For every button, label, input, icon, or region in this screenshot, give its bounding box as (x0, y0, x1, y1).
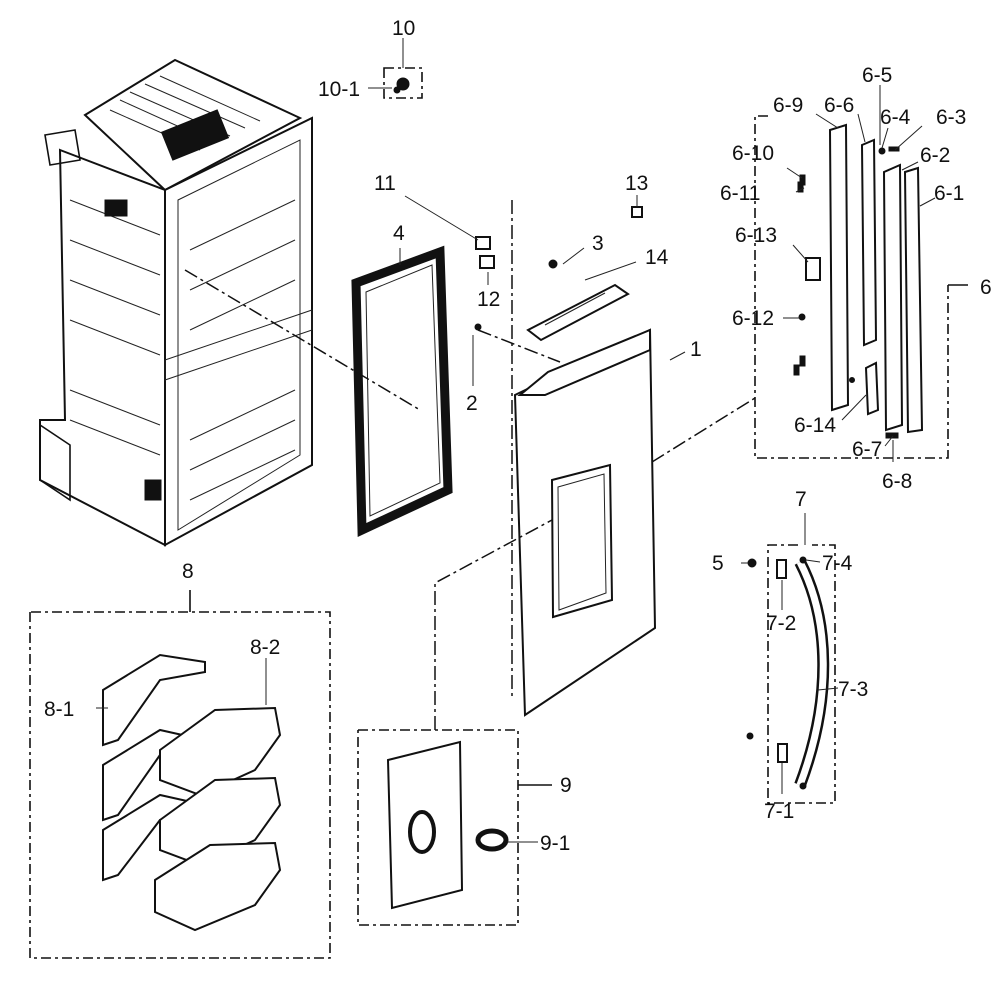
callout-6-6: 6-6 (824, 94, 854, 117)
callout-14: 14 (645, 246, 669, 269)
group-6-parts (793, 123, 924, 439)
callout-11: 11 (374, 172, 396, 195)
callout-6-9: 6-9 (773, 94, 803, 117)
callout-13: 13 (625, 172, 648, 195)
callout-2: 2 (466, 392, 478, 415)
callout-6-3: 6-3 (936, 106, 966, 129)
callout-6-1: 6-1 (934, 182, 964, 205)
callout-9: 9 (560, 774, 572, 797)
callout-10-1: 10-1 (318, 78, 360, 101)
group-6-box (754, 115, 968, 459)
callout-6-11: 6-11 (720, 182, 760, 205)
small-parts-drawing (393, 77, 643, 331)
callout-8-1: 8-1 (44, 698, 74, 721)
callout-6-2: 6-2 (920, 144, 950, 167)
callout-4: 4 (393, 222, 405, 245)
callout-6: 6 (980, 276, 992, 299)
callout-6-14: 6-14 (794, 414, 836, 437)
callout-6-10: 6-10 (732, 142, 774, 165)
callout-5: 5 (712, 552, 724, 575)
leader-lines (96, 38, 936, 843)
callout-6-7: 6-7 (852, 438, 882, 461)
callout-6-4: 6-4 (880, 106, 911, 129)
box-10 (383, 67, 423, 99)
callout-7-1: 7-1 (764, 800, 794, 823)
door-gasket-drawing (351, 245, 453, 537)
callout-6-13: 6-13 (735, 224, 777, 247)
callout-8: 8 (182, 560, 194, 583)
callout-10: 10 (392, 17, 415, 40)
door-drawing (513, 328, 657, 717)
callout-12: 12 (477, 288, 500, 311)
callout-1: 1 (690, 338, 702, 361)
group-8-box (29, 590, 331, 959)
door-bins-drawing (102, 653, 282, 932)
hinge-cover-drawing (526, 283, 630, 342)
callout-labels: 10 10-1 11 4 12 2 13 3 14 1 6-5 6-9 6-6 … (44, 17, 992, 855)
callout-6-8: 6-8 (882, 470, 912, 493)
callout-6-5: 6-5 (862, 64, 892, 87)
callout-6-12: 6-12 (732, 307, 774, 330)
cabinet-drawing (39, 58, 313, 547)
callout-7: 7 (795, 488, 807, 511)
callout-8-2: 8-2 (250, 636, 280, 659)
group-9-box (357, 729, 552, 926)
callout-7-4: 7-4 (822, 552, 853, 575)
callout-7-2: 7-2 (766, 612, 796, 635)
group-7-box (767, 544, 836, 804)
callout-7-3: 7-3 (838, 678, 868, 701)
group-7-parts (746, 556, 830, 790)
callout-9-1: 9-1 (540, 832, 570, 855)
callout-3: 3 (592, 232, 604, 255)
dispenser-panel-drawing (386, 740, 509, 910)
assembly-lines (184, 200, 756, 730)
